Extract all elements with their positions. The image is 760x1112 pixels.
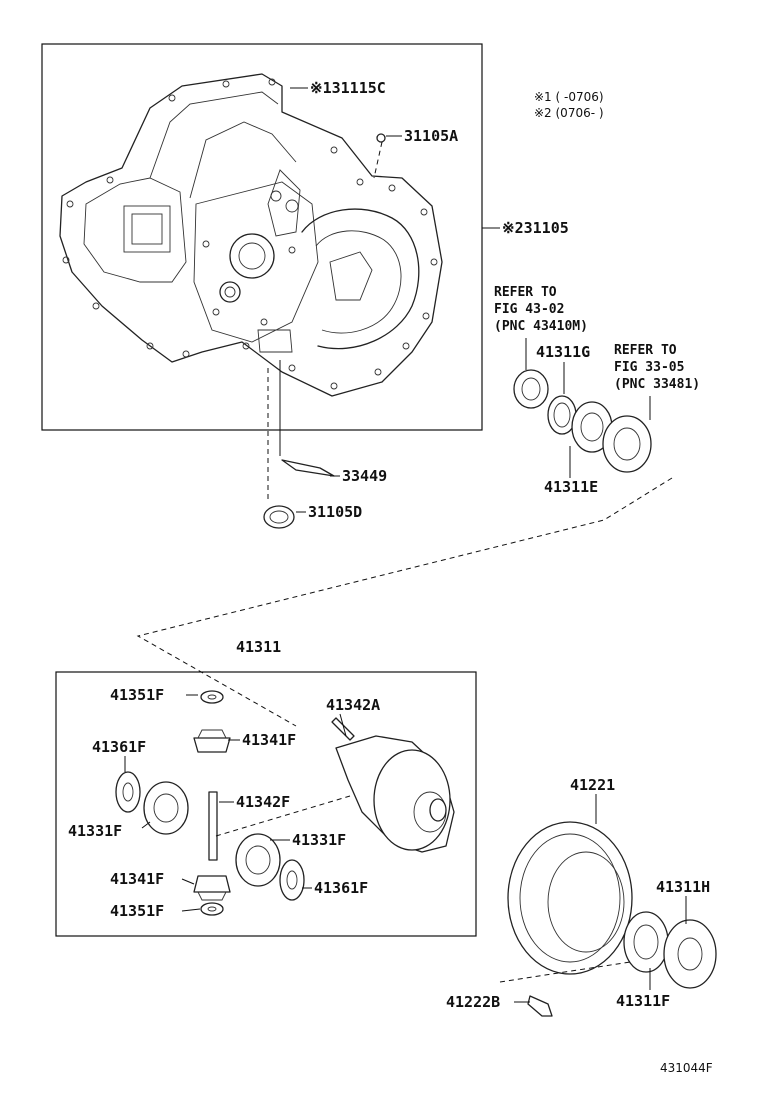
figure-id: 431044F: [660, 1061, 713, 1075]
part-label-41331f-right[interactable]: 41331F: [292, 831, 346, 849]
leader-lines: [124, 87, 687, 1003]
part-label-41351f-top[interactable]: 41351F: [110, 686, 164, 704]
part-label-31115c[interactable]: ※131115C: [310, 79, 386, 97]
ref1-line1[interactable]: REFER TO: [494, 285, 557, 300]
part-label-41331f-left[interactable]: 41331F: [68, 822, 122, 840]
bearing-41311h-41311f-shape: [623, 911, 717, 989]
part-label-41342f[interactable]: 41342F: [236, 793, 290, 811]
part-label-41342a[interactable]: 41342A: [326, 696, 380, 714]
differential-parts-illustration: [115, 690, 455, 916]
bolt-41222b-shape: [527, 995, 553, 1017]
bearing-41311-assembly: [513, 369, 652, 473]
part-label-41351f-bottom[interactable]: 41351F: [110, 902, 164, 920]
part-label-41311h[interactable]: 41311H: [656, 878, 710, 896]
ref2-line3[interactable]: (PNC 33481): [614, 377, 700, 392]
differential-case-frame: [55, 671, 477, 937]
note-2: ※2 (0706- ): [534, 106, 604, 120]
plate-33449-shape: [281, 459, 335, 477]
transaxle-case-frame: [41, 43, 483, 431]
ref1-line2[interactable]: FIG 43-02: [494, 302, 564, 317]
part-label-41311g[interactable]: 41311G: [536, 343, 590, 361]
seal-31105d-shape: [263, 505, 295, 529]
part-label-41311e[interactable]: 41311E: [544, 478, 598, 496]
part-label-41361f-right[interactable]: 41361F: [314, 879, 368, 897]
plug-31105a-shape: [376, 133, 386, 143]
part-label-41361f-left[interactable]: 41361F: [92, 738, 146, 756]
part-label-31105d[interactable]: 31105D: [308, 503, 362, 521]
part-label-33449[interactable]: 33449: [342, 467, 387, 485]
transaxle-housing-illustration: [59, 73, 443, 397]
part-label-41311[interactable]: 41311: [236, 638, 281, 656]
ref2-line1[interactable]: REFER TO: [614, 343, 677, 358]
part-label-41311f[interactable]: 41311F: [616, 992, 670, 1010]
part-label-41222b[interactable]: 41222B: [446, 993, 500, 1011]
note-1: ※1 ( -0706): [534, 90, 604, 104]
part-label-31105a[interactable]: 31105A: [404, 127, 458, 145]
part-label-41341f-bottom[interactable]: 41341F: [110, 870, 164, 888]
part-label-41341f-top[interactable]: 41341F: [242, 731, 296, 749]
part-label-31105[interactable]: ※231105: [502, 219, 569, 237]
ref2-line2[interactable]: FIG 33-05: [614, 360, 684, 375]
ring-gear-41221-shape: [507, 821, 633, 975]
ref1-line3[interactable]: (PNC 43410M): [494, 319, 588, 334]
part-label-41221[interactable]: 41221: [570, 776, 615, 794]
